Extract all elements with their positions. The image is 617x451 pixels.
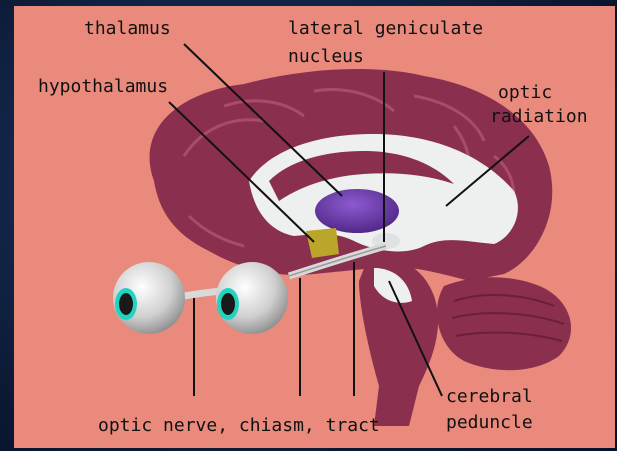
- label-optic-nerve-chiasm-tract: optic nerve, chiasm, tract: [98, 415, 380, 437]
- eyeball-right: [216, 262, 288, 334]
- brain-diagram: [14, 6, 615, 448]
- label-lateral-geniculate-line1: lateral geniculate: [288, 18, 483, 40]
- label-optic-radiation-line1: optic: [498, 82, 552, 104]
- label-cerebral-peduncle-line2: peduncle: [446, 412, 533, 434]
- label-thalamus: thalamus: [84, 18, 171, 40]
- label-hypothalamus: hypothalamus: [38, 76, 168, 98]
- diagram-panel: thalamus lateral geniculate nucleus hypo…: [14, 6, 615, 448]
- label-optic-radiation-line2: radiation: [490, 106, 588, 128]
- label-lateral-geniculate-line2: nucleus: [288, 46, 364, 68]
- thalamus-shape: [315, 189, 399, 233]
- cerebellum: [437, 277, 571, 370]
- eyeball-left: [113, 262, 185, 334]
- label-cerebral-peduncle-line1: cerebral: [446, 386, 533, 408]
